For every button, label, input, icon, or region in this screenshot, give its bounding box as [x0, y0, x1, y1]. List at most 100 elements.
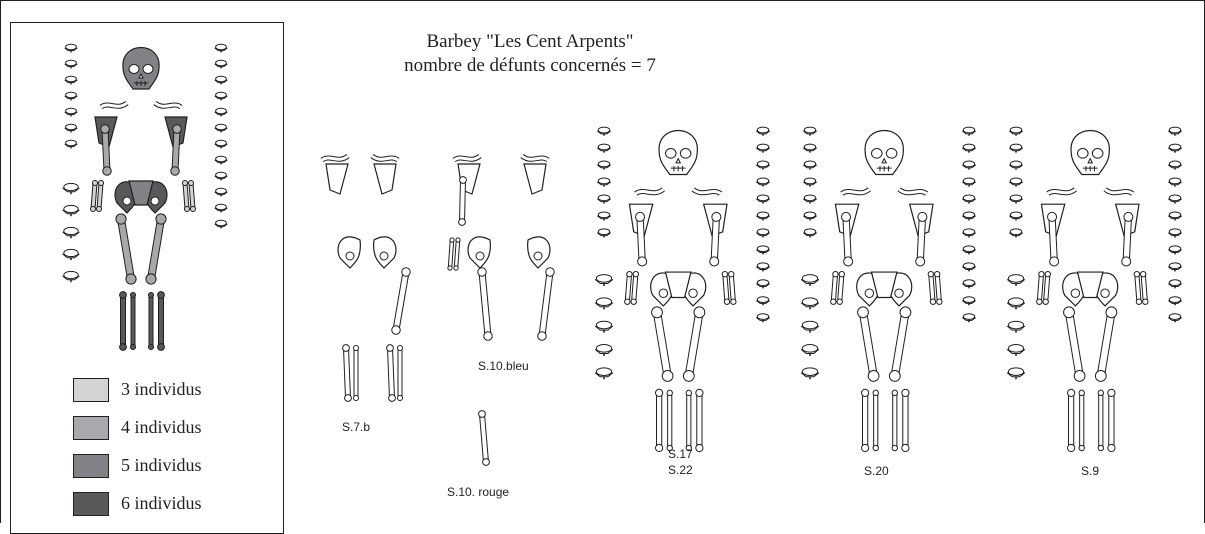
s9-cervical-6 [1010, 229, 1021, 235]
s9-lumbar-0 [1008, 275, 1023, 283]
s9-thoracic-11 [1169, 314, 1180, 320]
s17-radius-right-end [724, 299, 729, 304]
s20-femur-left-end [868, 371, 879, 382]
s9-thoracic-8 [1169, 263, 1180, 269]
s9-tibia-left-head [1068, 389, 1075, 396]
s17-thoracic-10 [757, 297, 768, 303]
s17-lumbar-3 [596, 345, 611, 353]
s17-tibia-right-end [696, 444, 703, 451]
skeleton-s20 [801, 127, 976, 451]
s20-ulna-left-end [837, 299, 842, 304]
s17-lumbar-1 [596, 298, 611, 306]
s9-humerus-right-end [1122, 257, 1131, 266]
s20-thoracic-11 [963, 314, 974, 320]
s7b-hip-left-foramen [346, 252, 354, 260]
caption-s9: S.9 [1081, 463, 1099, 479]
s17-cervical-1 [598, 144, 609, 150]
s9-thoracic-10 [1169, 297, 1180, 303]
s17-ulna-right-head [728, 271, 733, 276]
s17-hip-right-foramen [689, 289, 697, 297]
s9-ulna-right-end [1143, 299, 1148, 304]
s9-lumbar-3 [1008, 345, 1023, 353]
s7b-tibia-right-fill [390, 348, 392, 398]
skeleton-s10rouge [479, 411, 490, 466]
s20-skull-eye-left [871, 149, 882, 159]
s7b-fibula-left-head [353, 345, 358, 350]
s17-thoracic-8 [757, 263, 768, 269]
s20-thoracic-6 [963, 229, 974, 235]
s17-skull-eye-left [665, 149, 676, 159]
s9-tibia-left-end [1068, 444, 1075, 451]
s17-tibia-left-head [656, 389, 663, 396]
s20-humerus-right-end [916, 257, 925, 266]
s20-radius-left-fill [833, 274, 835, 302]
s20-ulna-right-end [937, 299, 942, 304]
s20-tibia-left-end [862, 444, 869, 451]
s17-femur-left-head [652, 307, 663, 318]
s17-thoracic-9 [757, 280, 768, 286]
s17-thoracic-7 [757, 246, 768, 252]
s10bleu-ulna-end [454, 266, 458, 270]
s9-lumbar-1 [1008, 298, 1023, 306]
s7b-scapula-right [374, 164, 396, 194]
s7b-hip-right-foramen [380, 252, 388, 260]
s17-thoracic-2 [757, 161, 768, 167]
s20-ulna-left-head [839, 271, 844, 276]
s20-thoracic-5 [963, 212, 974, 218]
s10bleu-radius-end [448, 266, 452, 270]
s20-femur-left-head [858, 307, 869, 318]
s7b-fibula-right-end [397, 395, 402, 400]
s17-humerus-right-end [710, 257, 719, 266]
s9-radius-left-fill [1039, 274, 1041, 302]
caption-s7b: S.7.b [342, 419, 370, 435]
s17-tibia-left-end [656, 444, 663, 451]
s10bleu-femur-left-fill [482, 272, 488, 336]
s20-humerus-left-head [842, 212, 851, 221]
skeleton-s9 [1007, 127, 1182, 451]
s20-humerus-right-head [918, 212, 927, 221]
s7b-tibia-left-head [343, 345, 350, 352]
s17-humerus-left-fill [640, 217, 642, 262]
s9-ulna-right-fill [1143, 274, 1145, 302]
s10bleu-radius-head [450, 238, 454, 242]
s20-radius-right-head [928, 271, 933, 276]
s9-cervical-3 [1010, 178, 1021, 184]
s20-radius-right-end [930, 299, 935, 304]
s17-cervical-0 [598, 127, 609, 133]
s10bleu-femur-left-head [478, 268, 487, 277]
s10bleu-femur-right-end [538, 332, 547, 341]
s7b-fibula-left-end [353, 395, 358, 400]
s17-cervical-4 [598, 195, 609, 201]
s20-thoracic-7 [963, 246, 974, 252]
s20-tibia-right-end [902, 444, 909, 451]
s20-thoracic-0 [963, 127, 974, 133]
s9-fibula-left-head [1079, 390, 1084, 395]
s10bleu-humerus-end [459, 219, 466, 226]
s9-tibia-right-head [1108, 389, 1115, 396]
s20-skull-eye-right [886, 149, 897, 159]
s20-fibula-left-end [873, 445, 878, 450]
s9-femur-left-head [1064, 307, 1075, 318]
s9-thoracic-5 [1169, 212, 1180, 218]
s17-cervical-3 [598, 178, 609, 184]
s9-hip-right-foramen [1101, 289, 1109, 297]
s17-femur-right-head [694, 307, 705, 318]
s20-fibula-right-end [892, 445, 897, 450]
s17-ulna-left-head [633, 271, 638, 276]
s17-radius-right-fill [725, 274, 727, 302]
s20-lumbar-4 [802, 368, 817, 376]
s17-humerus-right-head [712, 212, 721, 221]
s20-cervical-6 [804, 229, 815, 235]
s20-femur-right-head [900, 307, 911, 318]
s20-cervical-2 [804, 161, 815, 167]
s7b-tibia-left-fill [346, 348, 348, 398]
s20-cervical-0 [804, 127, 815, 133]
s9-lumbar-2 [1008, 321, 1023, 329]
s17-cervical-2 [598, 161, 609, 167]
s17-skull-eye-right [680, 149, 691, 159]
s9-thoracic-4 [1169, 195, 1180, 201]
s10bleu-hip-right-foramen [534, 252, 542, 260]
s9-thoracic-1 [1169, 144, 1180, 150]
s17-thoracic-3 [757, 178, 768, 184]
